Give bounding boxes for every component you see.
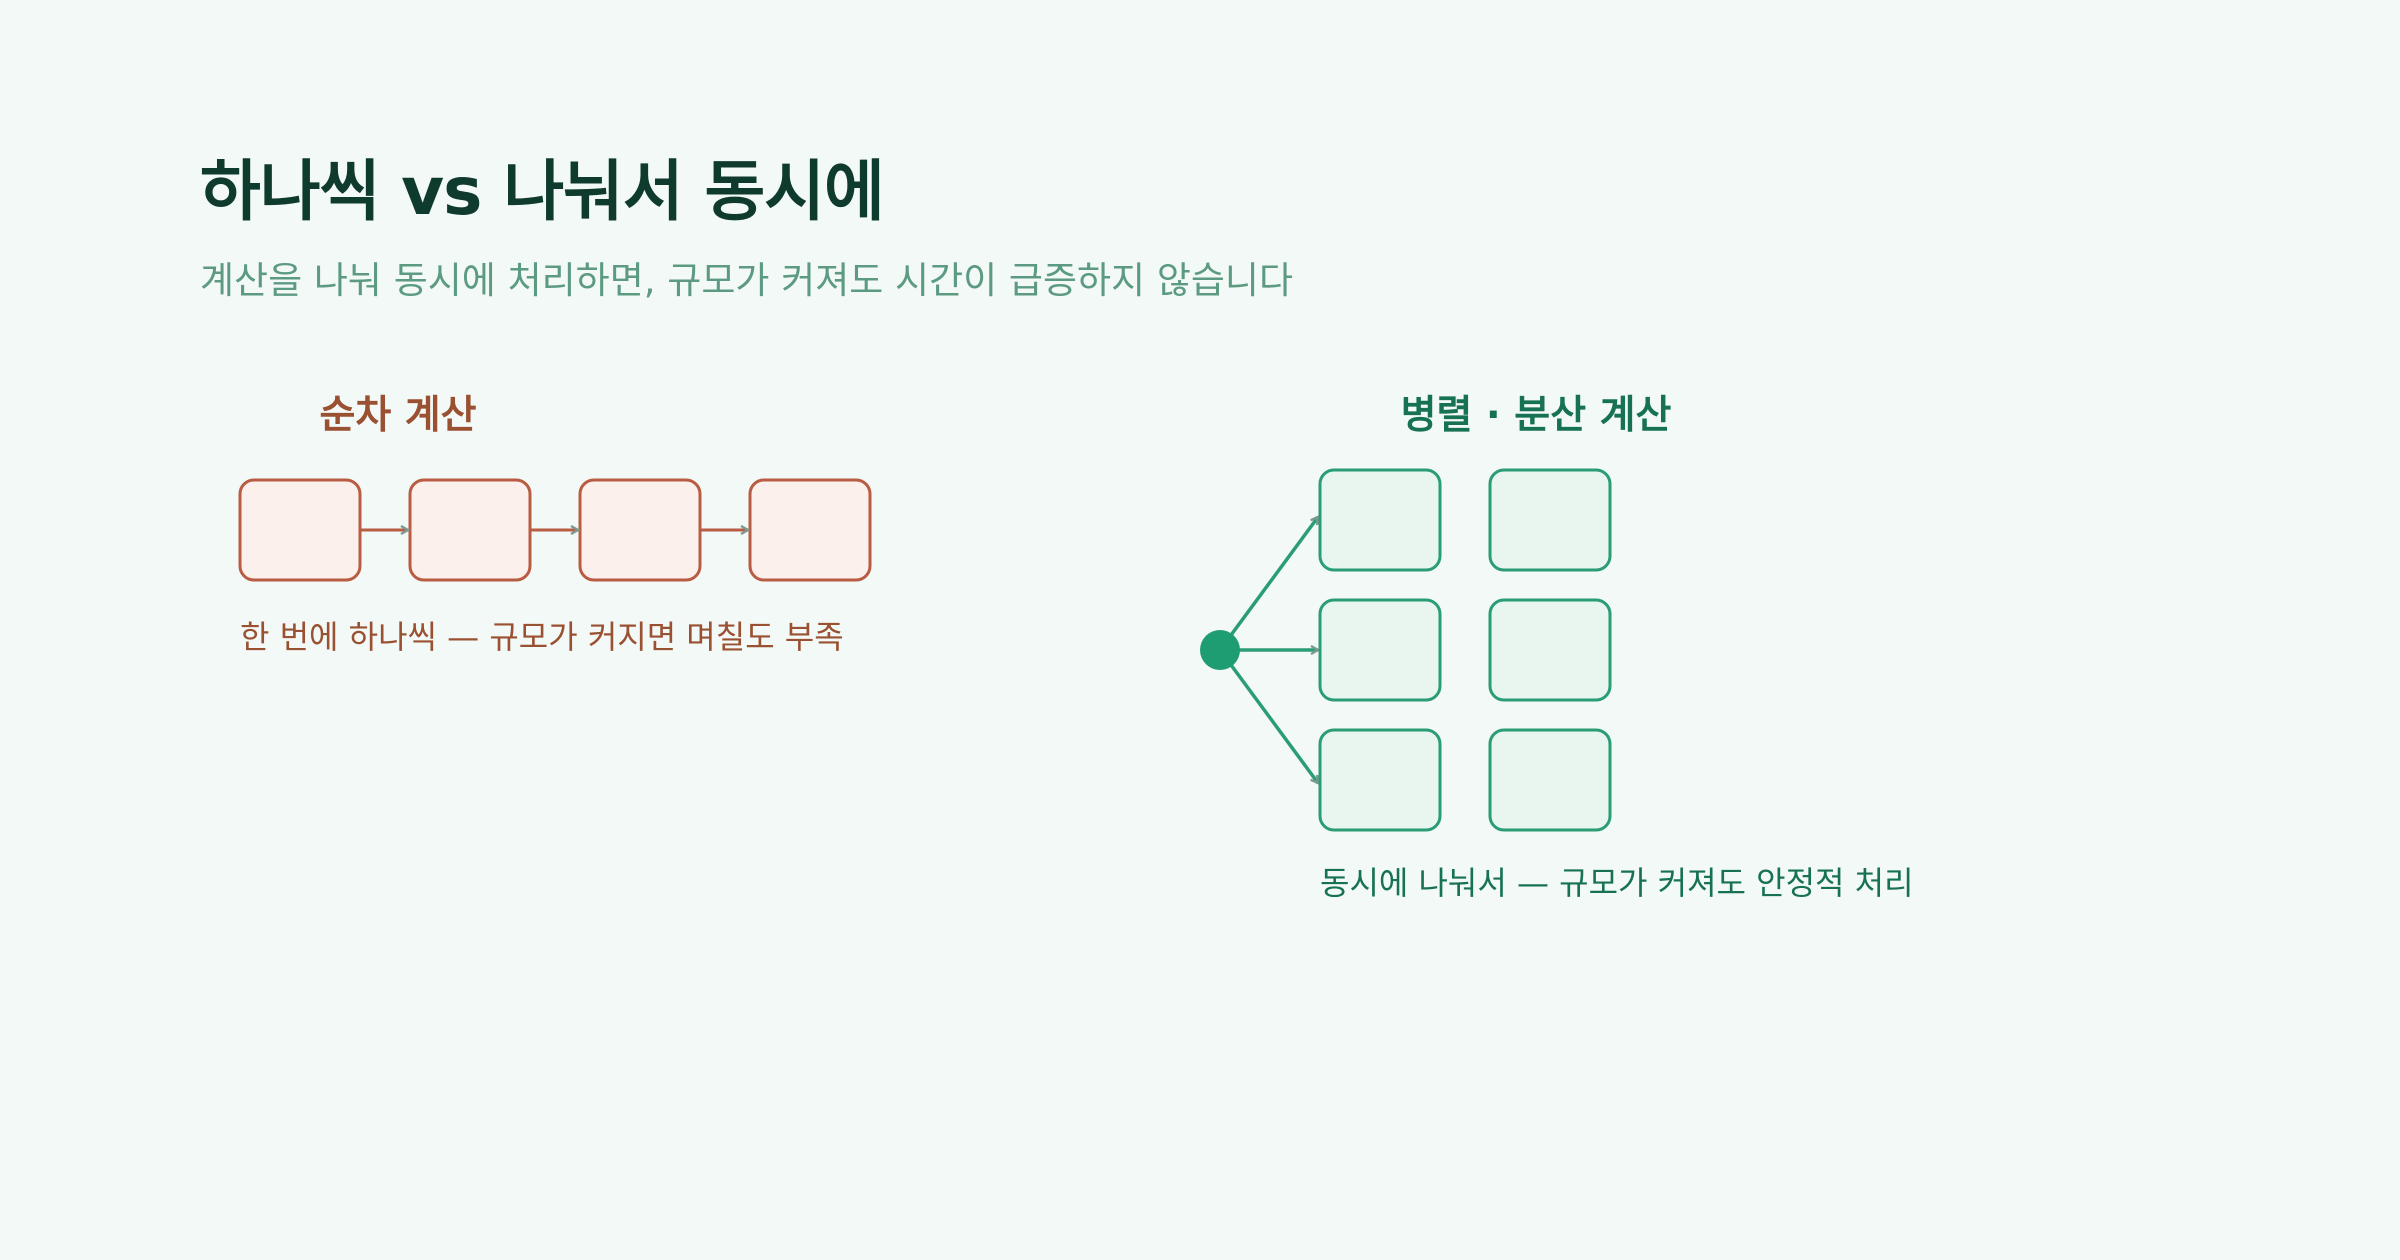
parallel-heading: 병렬 · 분산 계산 [1401, 393, 1672, 438]
parallel-caption: 동시에 나눠서 — 규모가 커져도 안정적 처리 [1320, 864, 1914, 902]
source-node [1200, 630, 1240, 670]
parallel-task-box [1318, 598, 1442, 702]
sequential-task-box [238, 478, 362, 582]
parallel-arrow [1218, 517, 1318, 652]
sequential-heading: 순차 계산 [319, 393, 476, 438]
sequential-task-box [408, 478, 532, 582]
sequential-task-box [748, 478, 872, 582]
page-subtitle: 계산을 나눠 동시에 처리하면, 규모가 커져도 시간이 급증하지 않습니다 [200, 259, 1294, 302]
parallel-task-box [1318, 728, 1442, 832]
parallel-arrow [1218, 648, 1318, 783]
parallel-task-box [1488, 598, 1612, 702]
page-title: 하나씩 vs 나눠서 동시에 [200, 153, 885, 230]
parallel-task-box [1488, 728, 1612, 832]
parallel-task-box [1488, 468, 1612, 572]
parallel-panel: 병렬 · 분산 계산 동시에 나눠서 — 규모가 커져도 안정적 처리 [1200, 393, 1914, 902]
sequential-caption: 한 번에 하나씩 — 규모가 커지면 며칠도 부족 [240, 618, 844, 656]
sequential-panel: 순차 계산 한 번에 하나씩 — 규모가 커지면 며칠도 부족 [238, 393, 872, 656]
parallel-task-box [1318, 468, 1442, 572]
sequential-task-box [578, 478, 702, 582]
